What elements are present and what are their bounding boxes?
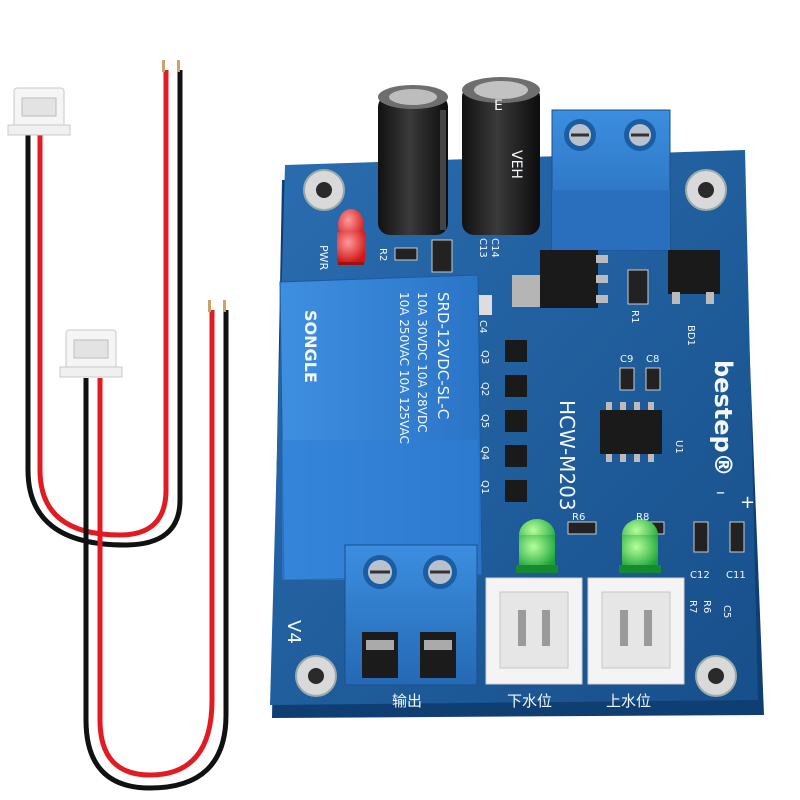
designator: U1 — [673, 440, 684, 454]
bridge-rectifier — [668, 250, 720, 304]
low-level-label: 下水位 — [507, 692, 552, 710]
power-terminal — [551, 109, 671, 251]
designator: R6 — [701, 600, 712, 613]
jst-plug-2 — [59, 329, 123, 378]
sensor-wire-1 — [7, 60, 183, 548]
designator: R7 — [687, 600, 698, 613]
polarity-minus: – — [716, 482, 725, 503]
sensor-wire-2 — [59, 300, 229, 791]
designator: R1 — [629, 310, 640, 323]
designator: Q5 — [479, 414, 490, 428]
svg-text:E: E — [494, 98, 503, 114]
designator: R6 — [572, 512, 585, 523]
designator: Q4 — [479, 446, 490, 460]
power-led — [337, 209, 365, 265]
low-level-connector — [485, 577, 583, 685]
model-label: HCW-M203 — [555, 400, 579, 511]
designator: C8 — [646, 354, 659, 365]
brand-logo: bestep® — [709, 360, 737, 477]
output-label: 输出 — [392, 692, 422, 710]
voltage-regulator — [512, 250, 608, 308]
level-led-high — [619, 519, 661, 573]
designator: BD1 — [685, 325, 696, 346]
electrolytic-capacitor-1 — [378, 85, 448, 235]
high-level-label: 上水位 — [606, 692, 651, 710]
designator: R8 — [636, 512, 649, 523]
designator: C9 — [620, 354, 633, 365]
ic-u1 — [600, 402, 662, 462]
designator: Q1 — [479, 480, 490, 494]
designator: Q2 — [479, 382, 490, 396]
relay-rating-1: 10A 250VAC 10A 125VAC — [397, 292, 411, 444]
high-level-connector — [587, 577, 685, 685]
pwr-label: PWR — [317, 245, 330, 271]
output-terminal — [344, 544, 478, 686]
designator: Q3 — [479, 350, 490, 364]
designator: C14 — [489, 238, 500, 258]
designator: C5 — [721, 605, 732, 618]
designator: C13 — [477, 238, 488, 258]
designator: R2 — [377, 248, 388, 261]
electrolytic-capacitor-2: E VEH — [462, 77, 540, 235]
relay-part: SRD-12VDC-SL-C — [434, 292, 452, 419]
version-label: V4 — [283, 620, 304, 644]
mounting-holes — [295, 169, 737, 697]
designator: C12 — [690, 570, 710, 581]
polarity-plus: + — [740, 492, 755, 513]
designator-labels: R2 C14 C13 C4 Q3 Q2 Q5 Q4 Q1 R1 BD1 C9 C… — [377, 238, 746, 618]
relay-rating-2: 10A 30VDC 10A 28VDC — [415, 292, 429, 433]
designator: C4 — [477, 320, 488, 333]
level-led-low — [516, 519, 558, 573]
jst-plug-1 — [7, 87, 71, 136]
capacitor-print: VEH — [508, 150, 524, 179]
designator: C11 — [726, 570, 746, 581]
relay-brand: SONGLE — [301, 310, 320, 383]
